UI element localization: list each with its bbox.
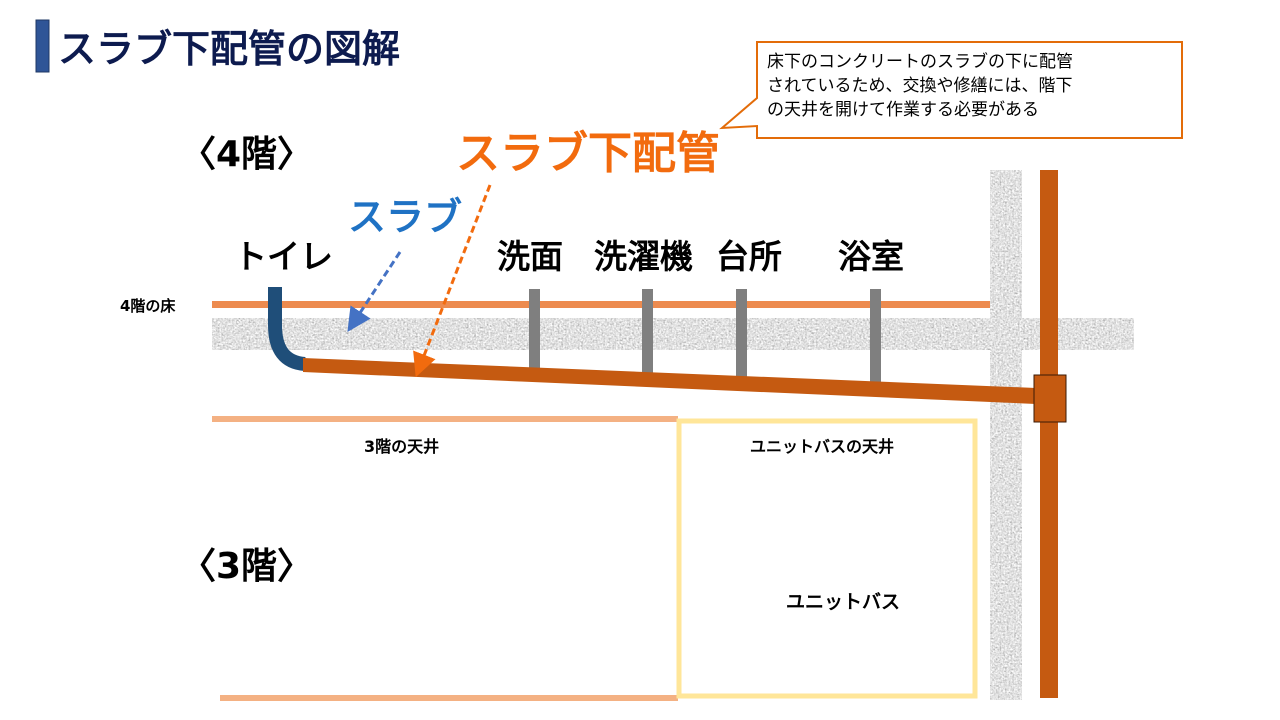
callout: 床下のコンクリートのスラブの下に配管 されているため、交換や修繕には、階下 の天… [719,41,1183,139]
room-washroom: 洗面 [497,237,563,276]
unitbath-label: ユニットバス [786,591,900,613]
room-bathroom: 浴室 [838,237,904,276]
slab-label: スラブ [348,195,462,239]
vertical-main-pipe [1040,170,1058,698]
washroom-drain-pipe [529,289,540,371]
bathroom-drain-pipe [870,289,881,383]
page-title: スラブ下配管の図解 [58,27,400,71]
floor3-label: 〈3階〉 [180,546,313,587]
toilet-drain-pipe [268,287,306,371]
floor4-floor-label: 4階の床 [120,297,176,315]
unitbath-ceiling-label: ユニットバスの天井 [750,437,894,456]
callout-line-2: されているため、交換や修繕には、階下 [767,76,1073,96]
floor4-floor-line [212,301,990,308]
concrete-column [990,170,1022,700]
room-washing-machine: 洗濯機 [594,237,693,276]
slab-under-drain-pipe [303,358,1036,404]
callout-line-1: 床下のコンクリートのスラブの下に配管 [767,51,1073,72]
callout-line-3: の天井を開けて作業する必要がある [767,100,1039,120]
slab-arrow [347,251,402,333]
kitchen-drain-pipe [736,289,747,379]
title-bar-accent [35,19,50,73]
room-kitchen: 台所 [716,237,782,276]
room-toilet: トイレ [234,237,333,276]
floor4-label: 〈4階〉 [180,134,313,175]
slab-pipe-label: スラブ下配管 [456,128,720,179]
floor3-bottom-line [220,695,678,701]
floor3-ceiling-line [212,416,678,422]
pipe-joint [1033,374,1067,423]
floor3-ceiling-label: 3階の天井 [364,437,439,456]
washing-machine-drain-pipe [642,289,653,375]
unit-bath-box [676,418,978,699]
